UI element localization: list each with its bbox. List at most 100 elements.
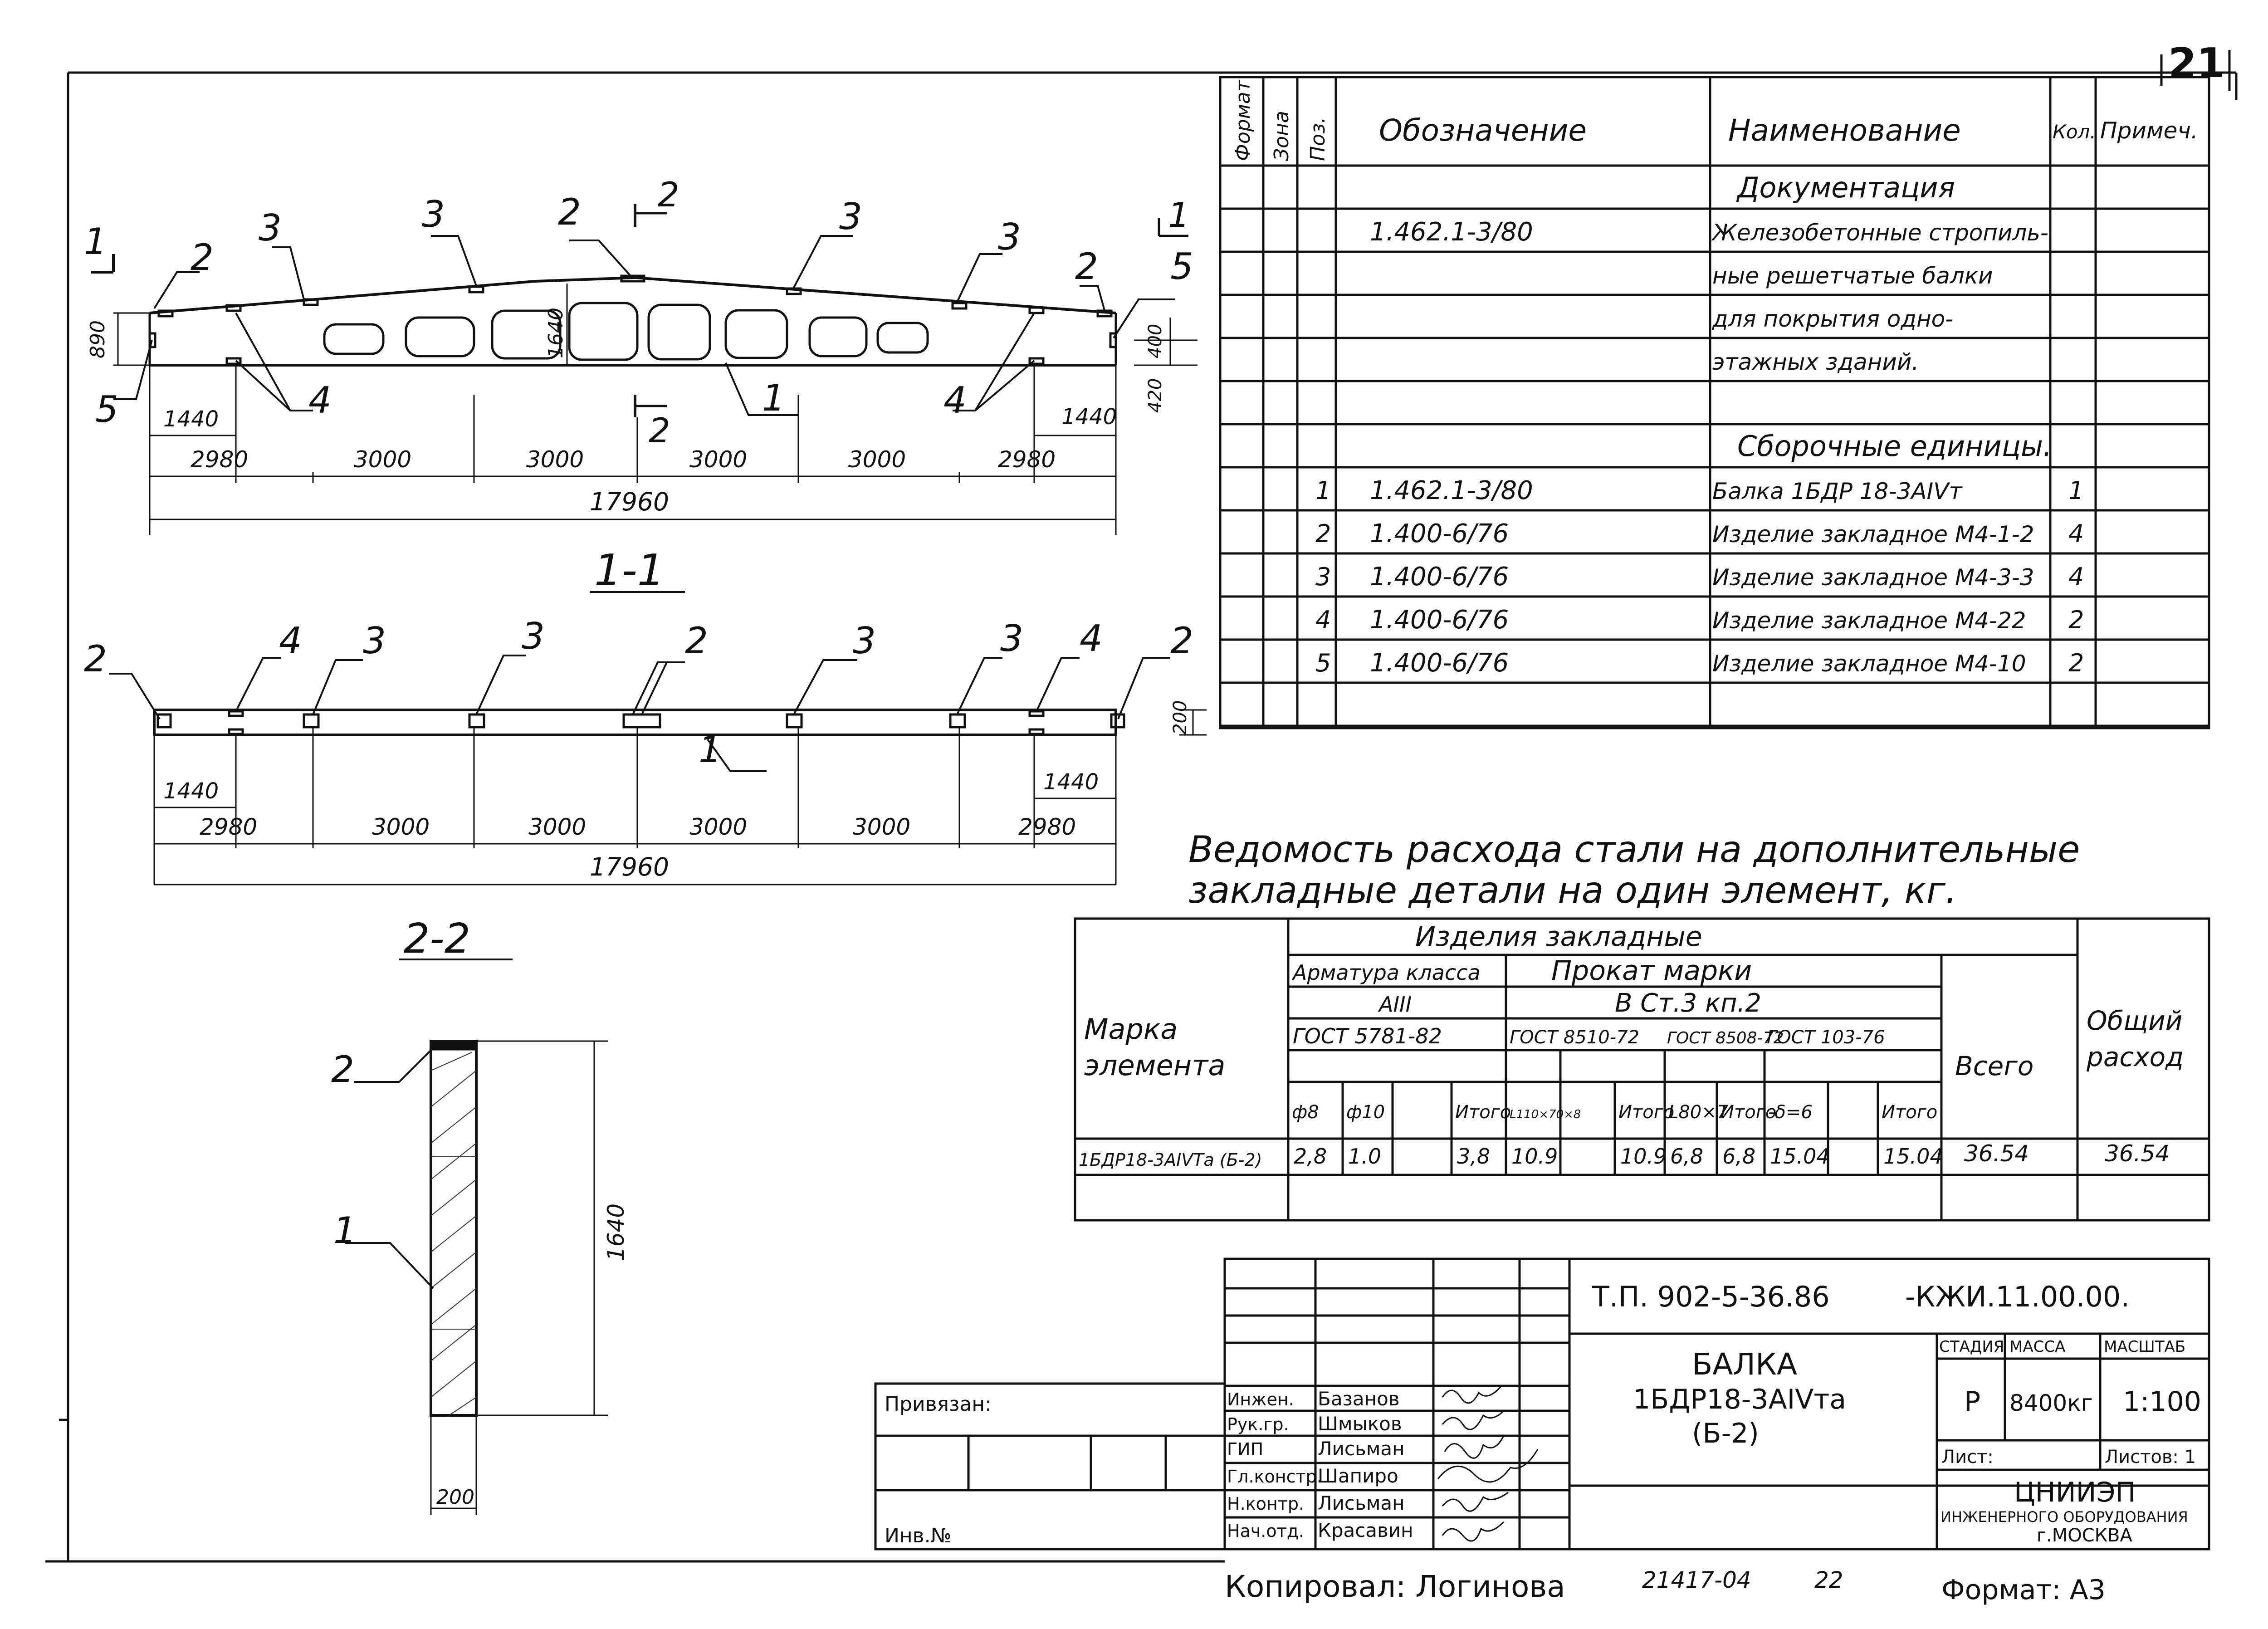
title-code: Т.П. 902-5-36.86 <box>1592 1280 1830 1313</box>
elev-pos-label: 1 <box>762 377 785 419</box>
elev-pos-label: 3 <box>259 207 282 249</box>
copied-by: Копировал: Логинова <box>1225 1569 1565 1604</box>
dim-chain: 3000 <box>689 446 747 473</box>
title-person: Базанов <box>1318 1388 1400 1410</box>
steel-row-value: 6,8 <box>1722 1144 1755 1169</box>
beam-section-1-1 <box>109 655 1207 885</box>
sec11-pos-label: 2 <box>1170 620 1193 662</box>
signatures <box>1437 1385 1539 1542</box>
steel-col-mark-l2: элемента <box>1084 1049 1225 1082</box>
title-role: Гл.констр. <box>1227 1467 1322 1487</box>
sec11-pos-label: 4 <box>1080 617 1103 660</box>
elev-pos-label: 4 <box>308 379 332 421</box>
spec-row-name: Балка 1БДР 18-3АIVт <box>1712 478 1963 504</box>
page-number: 21 <box>2168 39 2225 87</box>
title-role: Рук.гр. <box>1227 1414 1289 1434</box>
spec-row-name: Изделие закладное М4-3-3 <box>1712 564 2034 591</box>
sec22-pos-label: 1 <box>333 1209 357 1252</box>
spec-row-name: Сборочные единицы. <box>1737 430 2052 463</box>
steel-rebar-class: АIII <box>1378 992 1412 1017</box>
section-1-mark-left: 1 <box>84 220 107 263</box>
elev-pos-label: 3 <box>422 193 445 235</box>
steel-col-header: L110×70×8 <box>1510 1108 1581 1121</box>
sec11-dim-chain: 2980 <box>200 814 257 840</box>
dim-h-end: 890 <box>86 320 109 358</box>
title-org-l1: ЦНИИЭП <box>2014 1477 2136 1508</box>
steel-col-general-l2: расход <box>2086 1042 2184 1072</box>
spec-header-qty: Кол. <box>2053 121 2096 143</box>
spec-row-name: Документация <box>1736 171 1955 204</box>
steel-row-value: 15.04 <box>1883 1144 1943 1169</box>
sec11-dim-chain: 3000 <box>853 814 910 840</box>
sec11-pos-label: 2 <box>685 620 708 662</box>
title-person: Лисьман <box>1318 1492 1405 1514</box>
spec-row-name: для покрытия одно- <box>1712 306 1953 332</box>
spec-row-pos: 3 <box>1315 563 1331 591</box>
sec11-dim-height: 200 <box>1170 700 1191 735</box>
spec-header-name: Наименование <box>1728 113 1961 148</box>
title-name-l2: 1БДР18-3АIVта <box>1633 1384 1846 1415</box>
steel-row-value: 1.0 <box>1348 1144 1381 1169</box>
spec-row-designation: 1.462.1-3/80 <box>1370 217 1533 247</box>
title-inv-label: Инв.№ <box>885 1524 951 1547</box>
spec-row-pos: 5 <box>1315 649 1331 677</box>
spec-row-designation: 1.462.1-3/80 <box>1370 476 1533 505</box>
spec-header-note: Примеч. <box>2100 117 2198 144</box>
steel-col-total: Всего <box>1955 1051 2033 1081</box>
spec-table-grid <box>1219 76 2210 729</box>
sec11-pos-label: 3 <box>363 620 386 662</box>
steel-sub-rolled: Прокат марки <box>1551 955 1752 987</box>
sec22-dim-height: 1640 <box>603 1203 629 1261</box>
steel-row-value: 6,8 <box>1670 1144 1703 1169</box>
spec-row-qty: 1 <box>2068 476 2084 505</box>
steel-rolled-grade: В Ст.3 кп.2 <box>1615 988 1761 1018</box>
beam-section-2-2 <box>345 1040 608 1515</box>
elev-pos-label: 4 <box>943 379 967 421</box>
archive-no: 21417-04 <box>1642 1567 1751 1593</box>
spec-row-name: Изделие закладное М4-10 <box>1712 651 2026 677</box>
spec-row-qty: 2 <box>2068 606 2084 634</box>
archive-no2: 22 <box>1814 1567 1843 1593</box>
sec11-dim-offset-left: 1440 <box>163 778 219 804</box>
steel-col-header: Итого <box>1882 1102 1937 1123</box>
dim-h-mid: 1640 <box>544 308 567 358</box>
dim-chain: 2980 <box>191 446 248 473</box>
steel-sub-rebar: Арматура класса <box>1291 960 1481 985</box>
title-scale: 1:100 <box>2123 1386 2201 1418</box>
spec-row-pos: 2 <box>1315 519 1331 548</box>
sec11-pos-label: 3 <box>522 615 545 657</box>
spec-row-pos: 1 <box>1315 476 1331 505</box>
title-block-grid <box>874 1257 2210 1551</box>
steel-table-grid <box>1074 917 2210 1222</box>
sec11-pos-label: 1 <box>699 729 722 771</box>
spec-header-format: Формат <box>1232 79 1255 161</box>
spec-row-pos: 4 <box>1315 606 1331 634</box>
title-role: ГИП <box>1227 1439 1263 1459</box>
beam-elevation <box>91 204 1198 535</box>
sec11-pos-label: 3 <box>1000 617 1023 660</box>
spec-header-pos: Поз. <box>1306 117 1330 161</box>
title-role: Нач.отд. <box>1227 1521 1304 1541</box>
spec-header-designation: Обозначение <box>1379 113 1587 148</box>
elev-pos-label: 2 <box>1075 245 1098 288</box>
dim-offset-right: 1440 <box>1061 404 1117 430</box>
spec-row-designation: 1.400-6/76 <box>1370 605 1509 635</box>
title-stage-label: СТАДИЯ <box>1939 1338 2004 1356</box>
spec-row-name: этажных зданий. <box>1712 349 1919 375</box>
elev-pos-label: 3 <box>839 196 862 238</box>
spec-row-name: Изделие закладное М4-22 <box>1712 607 2026 634</box>
title-name-l1: БАЛКА <box>1692 1347 1797 1382</box>
spec-row-qty: 2 <box>2068 649 2084 677</box>
dim-chain: 3000 <box>848 446 906 473</box>
dim-offset-left: 1440 <box>163 406 219 432</box>
steel-title-line2: закладные детали на один элемент, кг. <box>1188 869 1957 911</box>
steel-col-header: Итого <box>1721 1102 1776 1123</box>
steel-col-header: -δ=6 <box>1768 1102 1813 1123</box>
elev-pos-label: 3 <box>998 216 1021 258</box>
elev-pos-label: 5 <box>1170 245 1193 288</box>
title-person: Шмыков <box>1318 1413 1402 1435</box>
steel-col-mark-l1: Марка <box>1084 1013 1178 1046</box>
title-sheets-label: Листов: 1 <box>2105 1447 2196 1468</box>
steel-col-general-l1: Общий <box>2087 1005 2182 1036</box>
